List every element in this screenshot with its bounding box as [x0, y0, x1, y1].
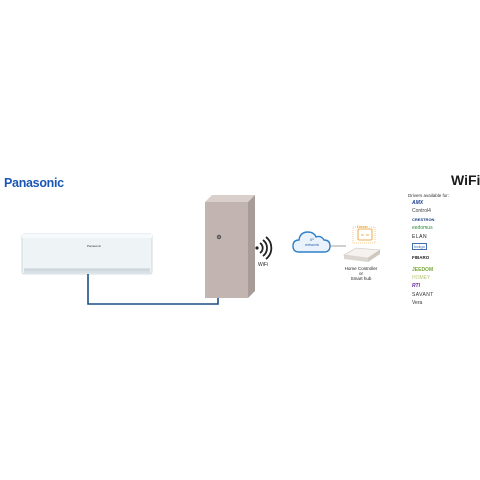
- wifi-title: WiFi: [451, 172, 480, 188]
- driver-logo-indigo: Indigo: [412, 243, 427, 250]
- driver-logo-vera: Vera: [412, 300, 423, 306]
- air-conditioner-unit: [21, 233, 153, 275]
- cloud-label-line2: network: [304, 241, 319, 247]
- cloud-label-line1: IP: [310, 237, 314, 242]
- driver-logo-jeedom: JEEDOM: [412, 267, 434, 273]
- cable: [87, 274, 219, 305]
- home-controller-or-label: or: [358, 271, 363, 276]
- smart-hub-label: Smart hub: [350, 276, 372, 281]
- driver-logo-crestron: CRESTRON: [412, 217, 435, 222]
- driver-logo-amx: AMX: [412, 200, 424, 206]
- wifi-label: WiFi: [258, 262, 268, 268]
- driver-logo-elan: ELAN: [412, 234, 428, 240]
- driver-tag-label: Driver: [357, 224, 368, 229]
- cloud-label: IP network: [299, 237, 325, 247]
- driver-logo-rti: RTI: [412, 283, 420, 289]
- driver-logo-savant: SAVANT: [412, 292, 434, 298]
- wifi-controller-box: [205, 195, 255, 298]
- brand-logo: Panasonic: [4, 176, 64, 190]
- ac-unit-brand-label: Panasonic: [87, 244, 102, 248]
- driver-document-icon: [352, 226, 376, 244]
- home-controller-label: Home Controller: [344, 266, 378, 271]
- driver-logo-homey: HOMEY: [412, 275, 431, 281]
- driver-logo-fibaro: FIBARO: [412, 255, 430, 260]
- driver-logo-control4: Control4: [412, 208, 431, 214]
- wifi-waves-icon: [255, 236, 273, 260]
- driver-logo-eedomus: eedomus: [412, 225, 433, 231]
- smart-hub-device: [343, 247, 381, 262]
- drivers-available-label: Drivers available for:: [408, 193, 450, 198]
